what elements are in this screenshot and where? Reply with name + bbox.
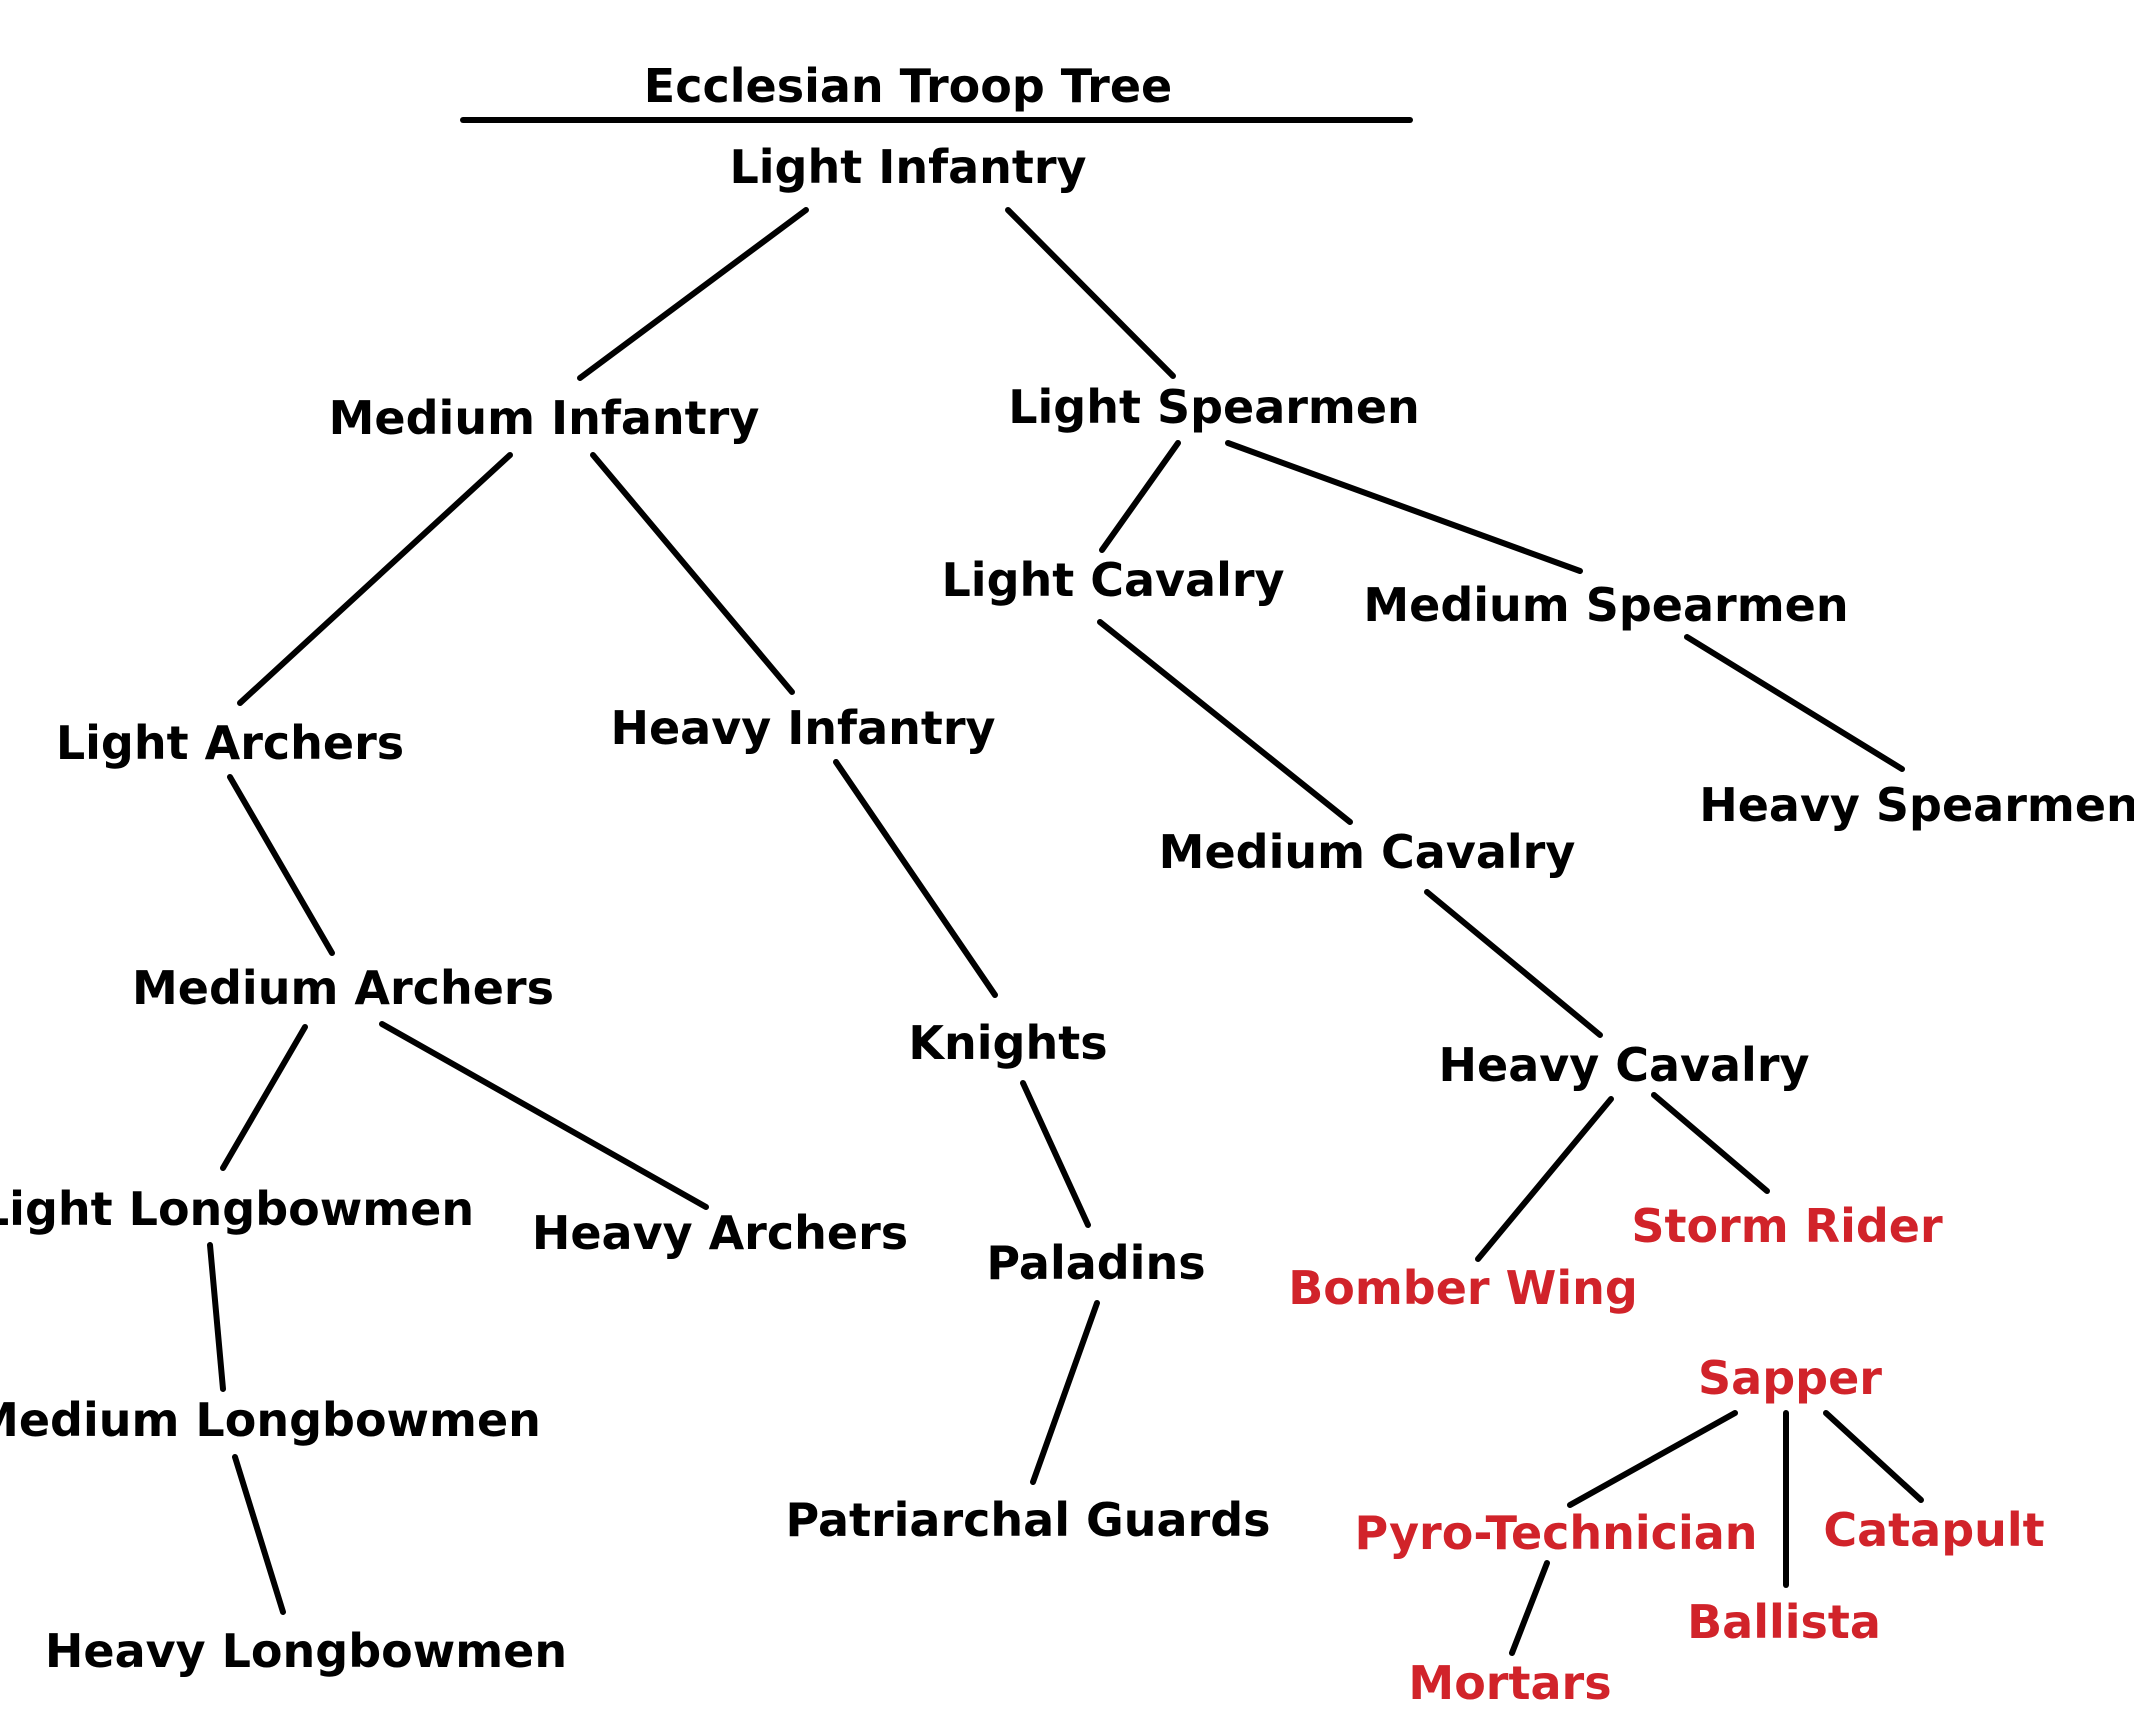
edge-medium-archers-light-longbowmen: [220, 1024, 308, 1171]
node-storm-rider: Storm Rider: [1631, 1199, 1943, 1253]
node-heavy-infantry: Heavy Infantry: [610, 701, 996, 755]
edge-light-archers-medium-archers: [227, 774, 335, 956]
node-light-archers: Light Archers: [55, 716, 405, 770]
edge-knights-paladins: [1020, 1080, 1091, 1228]
node-medium-spearmen: Medium Spearmen: [1363, 578, 1849, 632]
node-medium-archers: Medium Archers: [132, 961, 554, 1015]
node-bomber-wing: Bomber Wing: [1288, 1261, 1638, 1315]
edge-light-cavalry-medium-cavalry: [1097, 619, 1353, 825]
node-light-spearmen: Light Spearmen: [1008, 380, 1420, 434]
edge-medium-infantry-light-archers: [237, 452, 513, 706]
edge-paladins-patriarchal-guards: [1030, 1300, 1100, 1485]
edge-medium-spearmen-heavy-spearmen: [1684, 634, 1905, 772]
edge-medium-longbowmen-heavy-longbowmen: [232, 1454, 286, 1615]
edge-medium-infantry-heavy-infantry: [590, 452, 795, 695]
node-light-cavalry: Light Cavalry: [941, 553, 1285, 607]
node-ballista: Ballista: [1687, 1595, 1881, 1649]
node-medium-longbowmen: Medium Longbowmen: [0, 1393, 541, 1447]
node-paladins: Paladins: [986, 1236, 1206, 1290]
edge-light-infantry-light-spearmen: [1005, 207, 1176, 379]
node-patriarchal-guards: Patriarchal Guards: [785, 1493, 1271, 1547]
node-sapper: Sapper: [1698, 1351, 1882, 1405]
diagram-title: Ecclesian Troop Tree: [643, 59, 1173, 113]
edge-sapper-pyro-technician: [1567, 1410, 1738, 1508]
node-knights: Knights: [908, 1016, 1108, 1070]
node-heavy-cavalry: Heavy Cavalry: [1438, 1038, 1810, 1092]
node-mortars: Mortars: [1408, 1656, 1612, 1710]
node-medium-infantry: Medium Infantry: [328, 391, 760, 445]
node-heavy-longbowmen: Heavy Longbowmen: [44, 1624, 568, 1678]
edge-light-infantry-medium-infantry: [577, 207, 809, 381]
edge-medium-cavalry-heavy-cavalry: [1424, 889, 1603, 1038]
edge-light-longbowmen-medium-longbowmen: [207, 1242, 226, 1392]
edge-medium-archers-heavy-archers: [379, 1021, 709, 1210]
edge-heavy-infantry-knights: [833, 759, 998, 998]
edge-pyro-technician-mortars: [1509, 1560, 1550, 1656]
node-light-longbowmen: Light Longbowmen: [0, 1182, 475, 1236]
node-pyro-technician: Pyro-Technician: [1354, 1506, 1758, 1560]
node-catapult: Catapult: [1823, 1503, 2045, 1557]
node-light-infantry: Light Infantry: [729, 140, 1087, 194]
node-heavy-archers: Heavy Archers: [531, 1206, 909, 1260]
node-medium-cavalry: Medium Cavalry: [1158, 825, 1576, 879]
edge-heavy-cavalry-storm-rider: [1651, 1092, 1770, 1194]
edge-heavy-cavalry-bomber-wing: [1475, 1096, 1614, 1262]
edge-sapper-catapult: [1823, 1410, 1924, 1503]
node-heavy-spearmen: Heavy Spearmen: [1699, 778, 2134, 832]
edge-light-spearmen-medium-spearmen: [1225, 440, 1583, 574]
edge-light-spearmen-light-cavalry: [1099, 440, 1181, 553]
